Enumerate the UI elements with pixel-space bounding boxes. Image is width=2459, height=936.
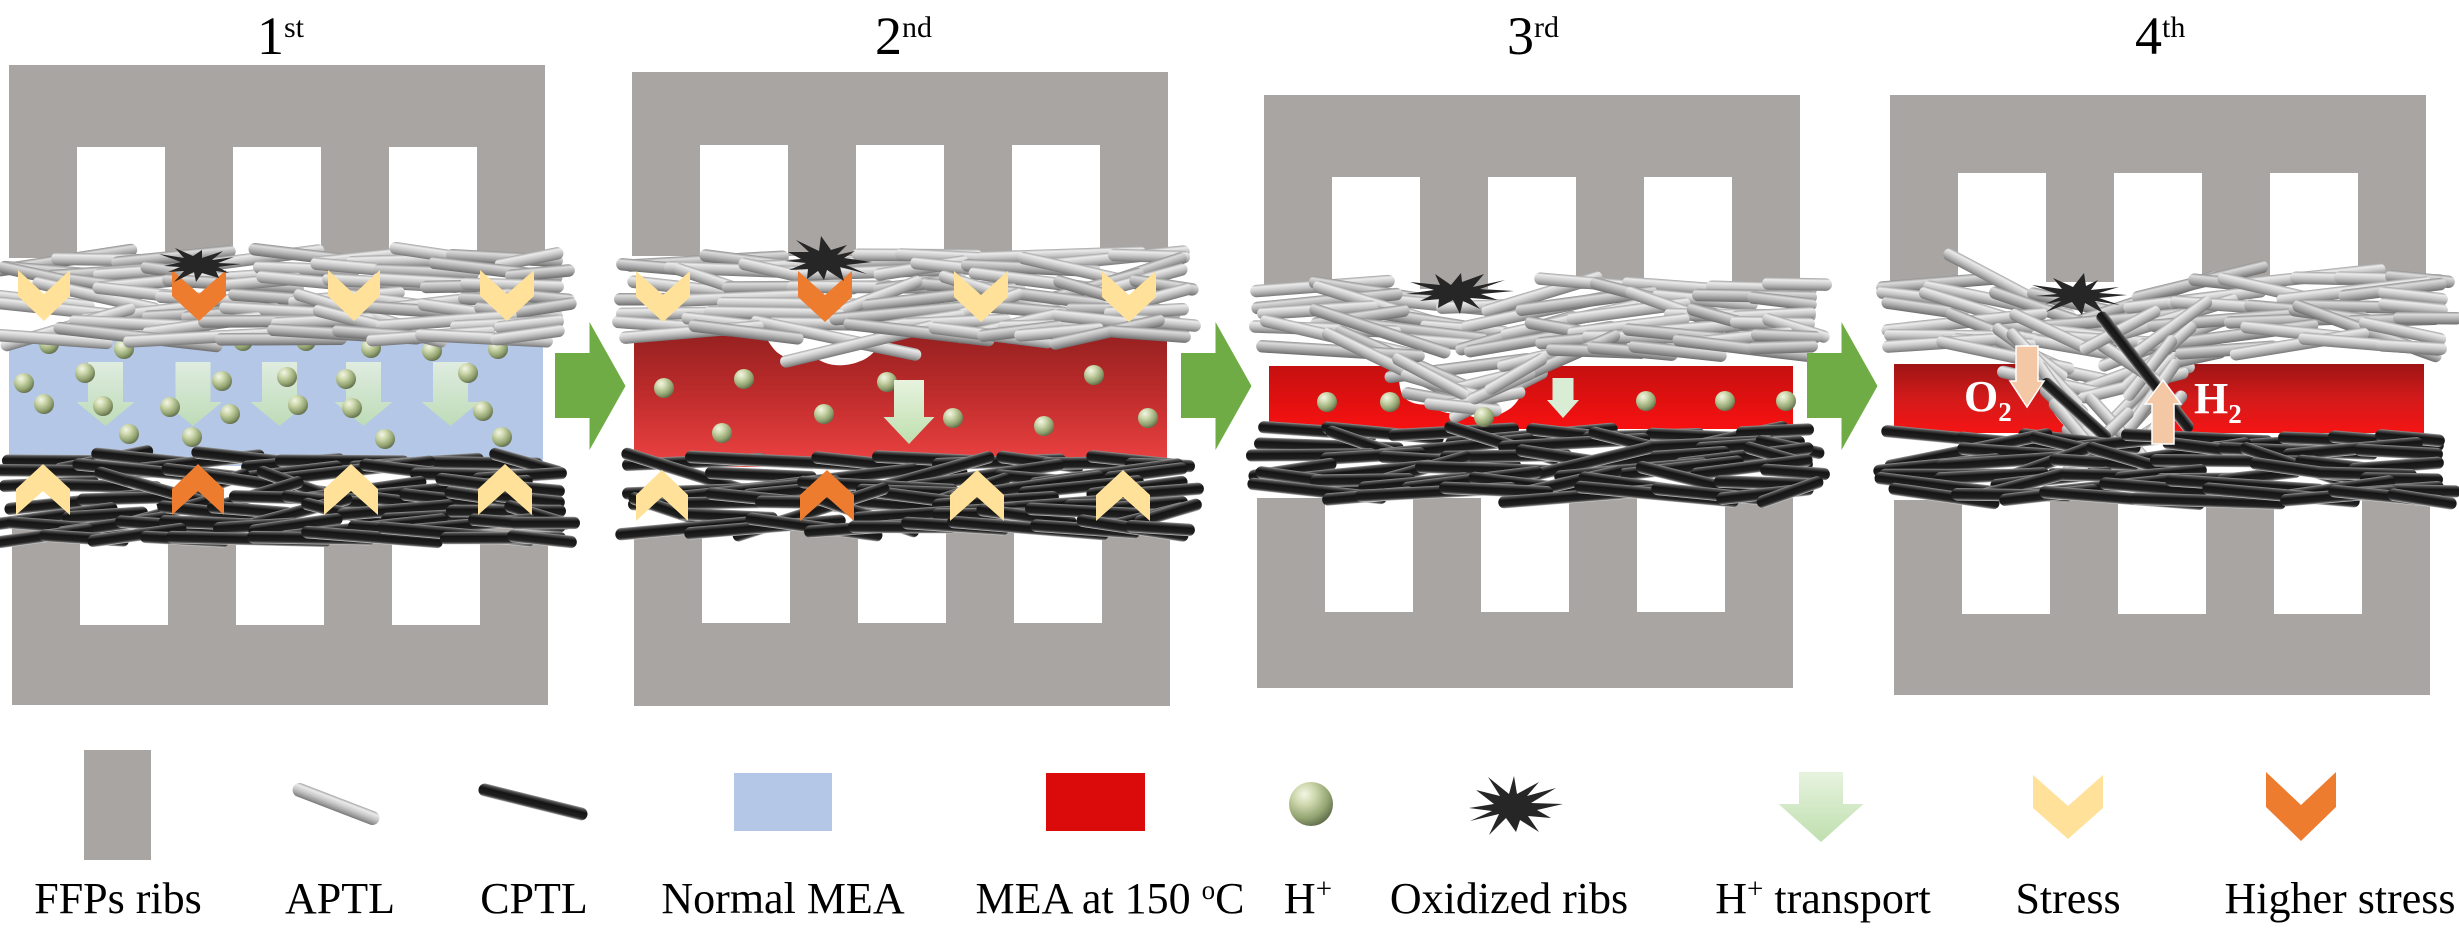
svg-text:CPTL: CPTL: [480, 874, 588, 923]
svg-text:MEA at 150 oC: MEA at 150 oC: [976, 874, 1245, 923]
svg-text:Oxidized ribs: Oxidized ribs: [1390, 874, 1628, 923]
svg-text:Stress: Stress: [2015, 874, 2120, 923]
svg-text:FFPs ribs: FFPs ribs: [34, 874, 202, 923]
svg-text:Normal MEA: Normal MEA: [661, 874, 904, 923]
svg-text:Higher stress: Higher stress: [2225, 874, 2456, 923]
svg-text:2nd: 2nd: [875, 6, 932, 66]
svg-text:H+ transport: H+ transport: [1715, 873, 1931, 923]
svg-text:APTL: APTL: [285, 874, 395, 923]
